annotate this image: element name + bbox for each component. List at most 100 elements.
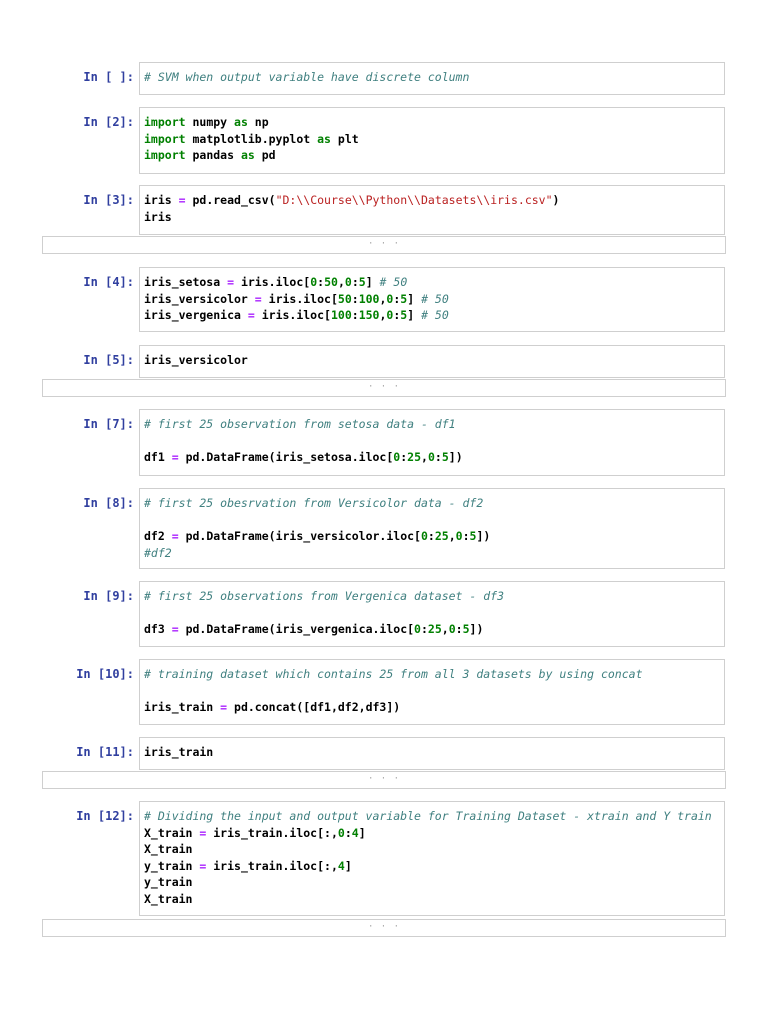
code-token: 0 [414,622,421,637]
code-line: df3 = pd.DataFrame(iris_vergenica.iloc[0… [144,621,720,638]
code-input-area[interactable]: # training dataset which contains 25 fro… [139,659,725,725]
code-editor[interactable]: iris_train [140,738,724,767]
code-input-area[interactable]: # first 25 observations from Vergenica d… [139,581,725,647]
notebook-cell[interactable]: In [9]: # first 25 observations from Verg… [0,581,768,647]
cell-prompt: In [8]: [83,496,134,510]
code-line: iris_versicolor = iris.iloc[50:100,0:5] … [144,291,720,308]
code-token: ) [552,193,560,207]
code-editor[interactable]: # first 25 observation from setosa data … [140,410,724,472]
cell-prompt: In [11]: [76,745,134,759]
cell-prompt: In [9]: [83,589,134,603]
cell-prompt: In [4]: [83,275,134,289]
code-token: df1 [144,450,172,465]
code-token: = [220,700,228,715]
code-input-area[interactable]: # first 25 observation from setosa data … [139,409,725,476]
code-line: iris = pd.read_csv("D:\\Course\\Python\\… [144,192,720,209]
code-input-area[interactable]: # Dividing the input and output variable… [139,801,725,916]
code-line: import pandas as pd [144,147,720,164]
collapsed-output[interactable]: · · · [42,379,726,397]
code-token: pandas [185,148,241,163]
code-token: = [199,858,207,873]
code-token: import [144,148,186,163]
code-editor[interactable]: # first 25 obesrvation from Versicolor d… [140,489,724,567]
notebook-cell[interactable]: In [3]: iris = pd.read_csv("D:\\Course\\P… [0,185,768,235]
code-token: y_train [144,858,200,873]
code-line: X_train [144,891,720,908]
code-token: pd.DataFrame(iris_versicolor.iloc[ [178,529,421,544]
notebook-cell[interactable]: In [ ]:# SVM when output variable have d… [0,62,768,95]
code-line: # first 25 observation from setosa data … [144,416,720,433]
code-line: X_train [144,841,720,858]
notebook-cell[interactable]: In [8]: # first 25 obesrvation from Versi… [0,488,768,569]
code-token: import [144,131,186,146]
code-token: 4 [337,858,345,873]
cell-prompt: In [10]: [76,667,134,681]
code-token: ] [407,291,422,306]
cell-prompt: In [3]: [83,193,134,207]
code-token: 5 [400,308,408,323]
code-line: iris_versicolor [144,352,720,369]
code-token: numpy [185,115,235,129]
code-editor[interactable]: iris = pd.read_csv("D:\\Course\\Python\\… [140,186,724,231]
code-line: # training dataset which contains 25 fro… [144,666,720,683]
code-token: X_train [144,842,193,857]
code-token: pd.concat([df1,df2,df3]) [227,700,401,715]
code-token: , [337,275,345,289]
notebook-cell[interactable]: In [10]: # training dataset which contain… [0,659,768,725]
notebook-cell[interactable]: In [11]: iris_train [0,737,768,770]
code-input-area[interactable]: # SVM when output variable have discrete… [139,62,725,95]
cell-prompt: In [2]: [83,115,134,129]
code-token: pd.DataFrame(iris_setosa.iloc[ [178,450,394,465]
code-token: 5 [441,450,449,465]
code-token: # Dividing the input and output variable… [144,809,712,823]
notebook-cell[interactable]: In [7]:# first 25 observation from setos… [0,409,768,476]
code-editor[interactable]: # training dataset which contains 25 fro… [140,660,724,722]
notebook-cell[interactable]: In [5]: iris_versicolor [0,345,768,378]
code-editor[interactable]: # SVM when output variable have discrete… [140,63,724,92]
code-token: # 50 [421,291,449,306]
code-token: X_train [144,891,193,906]
code-token: , [448,529,456,544]
notebook-cell[interactable]: In [4]: iris_setosa = iris.iloc[0:50,0:5]… [0,267,768,332]
collapsed-output[interactable]: · · · [42,919,726,937]
code-token: # 50 [421,308,449,323]
code-token: iris [144,209,172,224]
code-line: iris_vergenica = iris.iloc[100:150,0:5] … [144,307,720,324]
code-token: plt [330,131,359,146]
code-line: # first 25 observations from Vergenica d… [144,588,720,605]
code-editor[interactable]: # Dividing the input and output variable… [140,802,724,914]
code-token: # training dataset which contains 25 fro… [144,667,643,681]
code-line: import numpy as np [144,114,720,131]
collapsed-output[interactable]: · · · [42,236,726,254]
code-editor[interactable]: iris_versicolor [140,346,724,375]
code-token: 0 [455,529,463,544]
code-token: as [317,131,331,146]
code-input-area[interactable]: iris_train [139,737,725,770]
code-token: ] [358,825,366,840]
code-token: : [393,308,401,323]
cell-prompt: In [12]: [76,809,134,823]
collapsed-output[interactable]: · · · [42,771,726,789]
code-token: , [379,291,387,306]
code-token: = [199,825,207,840]
cell-prompt: In [5]: [83,353,134,367]
code-editor[interactable]: # first 25 observations from Vergenica d… [140,582,724,644]
code-token: = [254,291,262,306]
notebook-cell[interactable]: In [12]: # Dividing the input and output … [0,801,768,916]
code-token: X_train [144,825,200,840]
code-token: , [441,622,449,637]
code-token: y_train [144,875,193,890]
code-line: # Dividing the input and output variable… [144,808,720,825]
code-token: # first 25 observations from Vergenica d… [144,589,505,603]
code-input-area[interactable]: iris = pd.read_csv("D:\\Course\\Python\\… [139,185,725,235]
code-line: X_train = iris_train.iloc[:,0:4] [144,825,720,842]
code-token: = [247,308,255,323]
code-token: iris_setosa [144,275,228,289]
code-input-area[interactable]: iris_versicolor [139,345,725,378]
code-input-area[interactable]: # first 25 obesrvation from Versicolor d… [139,488,725,569]
